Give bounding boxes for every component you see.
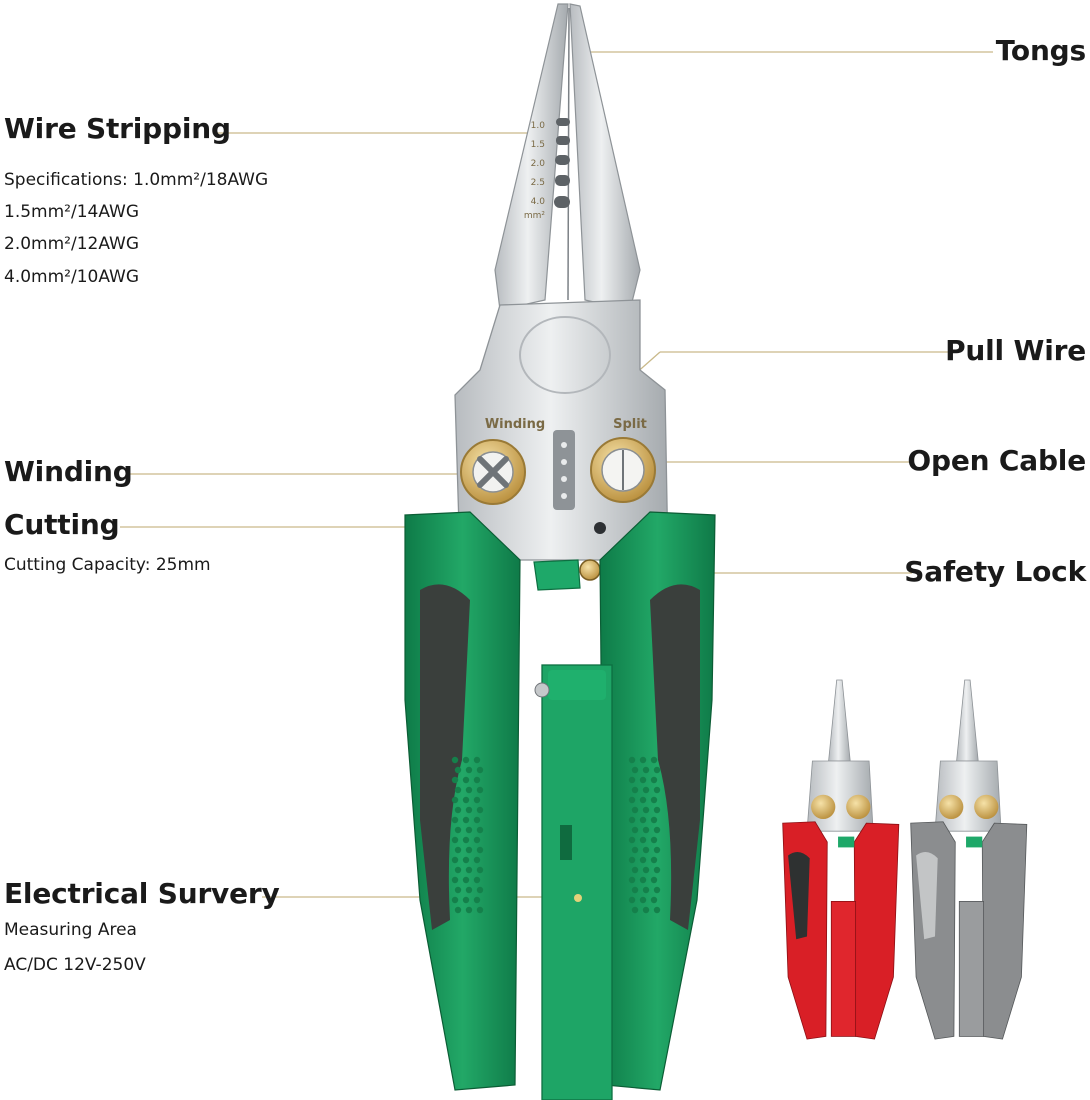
wire-spec-line: 2.0mm²/12AWG xyxy=(4,234,140,254)
plier-jaw-right xyxy=(569,3,641,311)
handle-left-grip xyxy=(420,584,470,930)
label-cutting: Cutting xyxy=(4,508,120,541)
red-variant xyxy=(782,679,900,1040)
label-tongs: Tongs xyxy=(995,34,1086,67)
safety-lock xyxy=(533,559,601,591)
gauge-notches xyxy=(554,118,570,208)
handle-right-grip xyxy=(650,584,700,930)
gauge-mark: 2.0 xyxy=(531,159,546,169)
wire-spec-line: 4.0mm²/10AWG xyxy=(4,267,140,287)
gauge-markings: 1.0 1.5 2.0 2.5 4.0 mm² xyxy=(524,121,546,221)
label-pull-wire: Pull Wire xyxy=(945,334,1086,367)
gauge-mark: 4.0 xyxy=(531,197,546,207)
label-safety-lock: Safety Lock xyxy=(904,555,1086,588)
wire-spec-line: Specifications: 1.0mm²/18AWG xyxy=(4,170,269,190)
gauge-unit: mm² xyxy=(524,211,546,221)
engraving-split: Split xyxy=(613,417,647,432)
label-wire-stripping: Wire Stripping xyxy=(4,112,231,145)
wire-spec-line: 1.5mm²/14AWG xyxy=(4,202,140,222)
grip-dots xyxy=(451,756,484,914)
cutting-capacity: Cutting Capacity: 25mm xyxy=(4,555,211,575)
split-hole xyxy=(590,437,656,503)
measuring-line: AC/DC 12V-250V xyxy=(4,955,146,975)
label-open-cable: Open Cable xyxy=(907,444,1086,477)
label-winding: Winding xyxy=(4,455,133,488)
winding-hole xyxy=(460,439,526,505)
gauge-mark: 2.5 xyxy=(531,178,545,188)
measuring-line: Measuring Area xyxy=(4,920,137,940)
label-electrical-survey: Electrical Survery xyxy=(4,877,280,910)
gray-variant xyxy=(910,679,1028,1040)
gauge-mark: 1.0 xyxy=(531,121,546,131)
engraving-winding: Winding xyxy=(485,417,545,432)
gauge-mark: 1.5 xyxy=(531,140,545,150)
main-pliers: Winding Split 1.0 1.5 2.0 2.5 4.0 mm² xyxy=(404,3,716,1100)
voltage-tester xyxy=(534,664,613,1100)
